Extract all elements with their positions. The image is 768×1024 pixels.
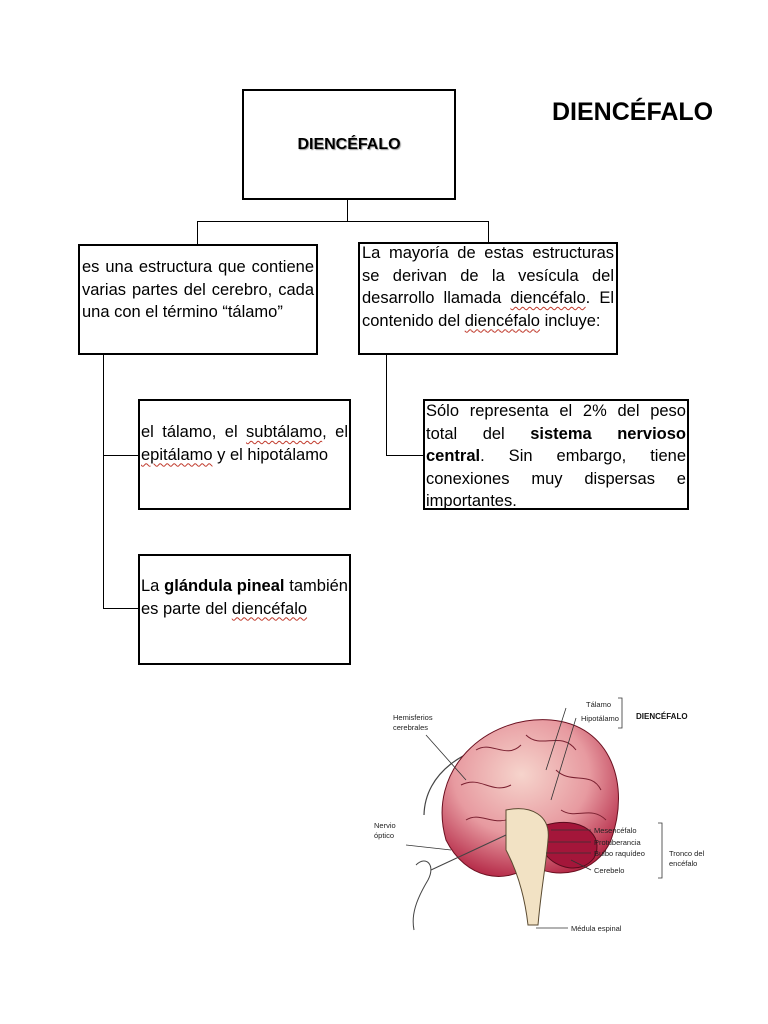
label-nervio-2: óptico [374,831,394,840]
page-title: DIENCÉFALO [552,98,714,126]
parts-text-part: y el hipotálamo [212,445,329,464]
label-hipotalamo: Hipotálamo [581,714,619,723]
weight-text-bold: sistema nervioso central [426,424,686,466]
connector-right-down [488,221,489,243]
brain-gyri [460,734,607,822]
weight-text-part: . Sin embargo, tiene conexiones muy disp… [426,447,686,510]
label-hemisferios-2: cerebrales [393,723,428,732]
parts-node-text: el tálamo, el subtálamo, el epitálamo y … [141,421,348,466]
connector-branch-h [197,221,489,222]
right-text-part: La mayoría de estas estructuras se deriv… [362,244,614,307]
pineal-node-box: La glándula pineal también es parte del … [138,554,351,665]
connector-left-down [197,221,198,245]
label-medula: Médula espinal [571,924,622,933]
root-node-label: DIENCÉFALO [297,136,401,153]
connector-to-parts [103,455,139,456]
connector-to-weight [386,455,424,456]
left-node-box: es una estructura que contiene varias pa… [78,244,318,355]
pineal-text-bold: glándula pineal [164,577,285,595]
label-mesencefalo: Mesencéfalo [594,826,637,835]
right-text-part: . El contenido del [362,289,615,330]
connector-left-vertical [103,355,104,608]
label-tronco: Tronco del [669,849,704,858]
pineal-node-text: La glándula pineal también es parte del … [141,575,348,620]
pineal-text-term: diencéfalo [231,599,308,618]
label-nervio: Nervio [374,821,396,830]
optic-nerve-line [430,834,507,871]
connector-to-pineal [103,608,139,609]
label-tronco-2: encéfalo [669,859,697,868]
right-node-box: La mayoría de estas estructuras se deriv… [358,242,618,355]
parts-text-term: subtálamo [246,423,323,441]
leader-lines [405,707,592,929]
parts-text-part: el tálamo, el [141,423,247,441]
root-node-box: DIENCÉFALO [242,89,456,200]
weight-node-text: Sólo representa el 2% del peso total del… [426,400,686,513]
tronco-bracket [658,822,663,879]
label-cerebelo: Cerebelo [594,866,624,875]
illustration-heading: DIENCÉFALO [636,712,688,721]
connector-root-down [347,200,348,221]
parts-text-part: , el [322,423,349,441]
parts-text-term: epitálamo [141,445,213,464]
right-text-part: incluye: [539,311,601,330]
diencefalo-bracket [618,697,623,729]
brain-illustration: Hemisferios cerebrales Tálamo Hipotálamo… [374,697,704,933]
pineal-text-part: también es parte del [141,577,348,618]
label-hemisferios: Hemisferios [393,713,433,722]
brainstem-shape [505,808,549,926]
label-protuberancia: Protuberancia [594,838,642,847]
right-text-term: diencéfalo [464,311,540,330]
weight-text-part: Sólo representa el 2% del peso total del [426,402,686,443]
parts-node-box: el tálamo, el subtálamo, el epitálamo y … [138,399,351,510]
left-node-text: es una estructura que contiene varias pa… [82,258,314,321]
right-node-text: La mayoría de estas estructuras se deriv… [362,242,614,332]
pineal-text-part: La [141,577,165,595]
weight-node-box: Sólo representa el 2% del peso total del… [423,399,689,510]
cerebellum-shape [545,821,598,869]
optic-eye [412,860,432,931]
label-bulbo: Bulbo raquídeo [594,849,645,858]
label-talamo: Tálamo [586,700,611,709]
right-text-term: diencéfalo [510,289,586,307]
connector-right-vertical [386,355,387,456]
